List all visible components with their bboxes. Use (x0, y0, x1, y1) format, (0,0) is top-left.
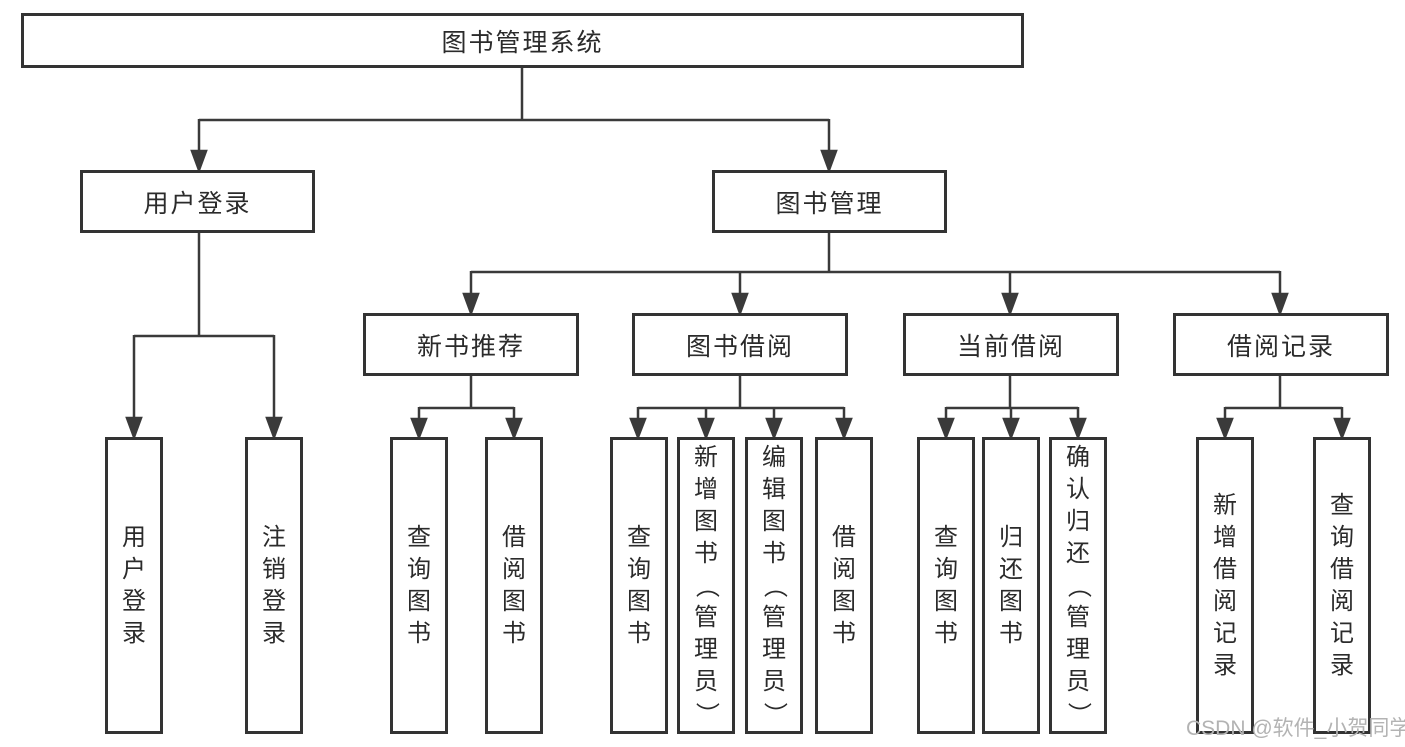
edge-borrowrec-to-leaves (1216, 376, 1351, 441)
leaf-borrow-books: 借阅图书 (815, 437, 873, 734)
node-label: 编辑图书（管理员） (761, 443, 788, 726)
node-label: 借阅图书 (502, 523, 526, 647)
edge-root-to-level2 (190, 68, 838, 174)
node-label: 新书推荐 (416, 332, 525, 361)
node-label: 查询图书 (407, 523, 431, 647)
node-user-login: 用户登录 (80, 170, 315, 233)
leaf-user-login: 用户登录 (105, 437, 163, 734)
edge-bookmanage-to-level3 (462, 233, 1289, 317)
edge-bookborrow-to-leaves (629, 376, 853, 441)
leaf-query-books-borrow: 查询图书 (610, 437, 668, 734)
node-label: 查询借阅记录 (1330, 491, 1354, 679)
node-label: 查询图书 (934, 523, 958, 647)
node-label: 借阅记录 (1226, 332, 1335, 361)
node-borrowing-records: 借阅记录 (1173, 313, 1389, 376)
leaf-add-books-admin: 新增图书（管理员） (677, 437, 735, 734)
node-new-book-recommendation: 新书推荐 (363, 313, 579, 376)
leaf-confirm-return-admin: 确认归还（管理员） (1049, 437, 1107, 734)
leaf-query-borrow-record: 查询借阅记录 (1313, 437, 1371, 734)
node-label: 用户登录 (122, 523, 146, 647)
leaf-borrow-books-recommend: 借阅图书 (485, 437, 543, 734)
node-current-borrowing: 当前借阅 (903, 313, 1119, 376)
leaf-query-books-recommend: 查询图书 (390, 437, 448, 734)
node-label: 图书管理 (775, 189, 884, 218)
node-book-management: 图书管理 (712, 170, 947, 233)
leaf-add-borrow-record: 新增借阅记录 (1196, 437, 1254, 734)
node-label: 借阅图书 (832, 523, 856, 647)
node-label: 确认归还（管理员） (1065, 443, 1092, 726)
node-label: 用户登录 (143, 189, 252, 218)
node-label: 查询图书 (627, 523, 651, 647)
node-book-borrowing: 图书借阅 (632, 313, 848, 376)
edge-curborrow-to-leaves (937, 376, 1087, 441)
node-label: 当前借阅 (956, 332, 1065, 361)
node-label: 归还图书 (999, 523, 1023, 647)
csdn-watermark: CSDN @软件_小贺同学 (1186, 717, 1405, 740)
node-label: 图书管理系统 (441, 28, 604, 57)
node-label: 图书借阅 (685, 332, 794, 361)
node-library-management-system: 图书管理系统 (21, 13, 1024, 68)
edge-userlogin-to-leaves (125, 233, 283, 441)
edge-newbook-to-leaves (410, 376, 523, 441)
node-label: 新增图书（管理员） (693, 443, 720, 726)
leaf-query-books-current: 查询图书 (917, 437, 975, 734)
node-label: 注销登录 (262, 523, 286, 647)
node-label: 新增借阅记录 (1213, 491, 1237, 679)
leaf-return-books: 归还图书 (982, 437, 1040, 734)
leaf-edit-books-admin: 编辑图书（管理员） (745, 437, 803, 734)
leaf-logout: 注销登录 (245, 437, 303, 734)
